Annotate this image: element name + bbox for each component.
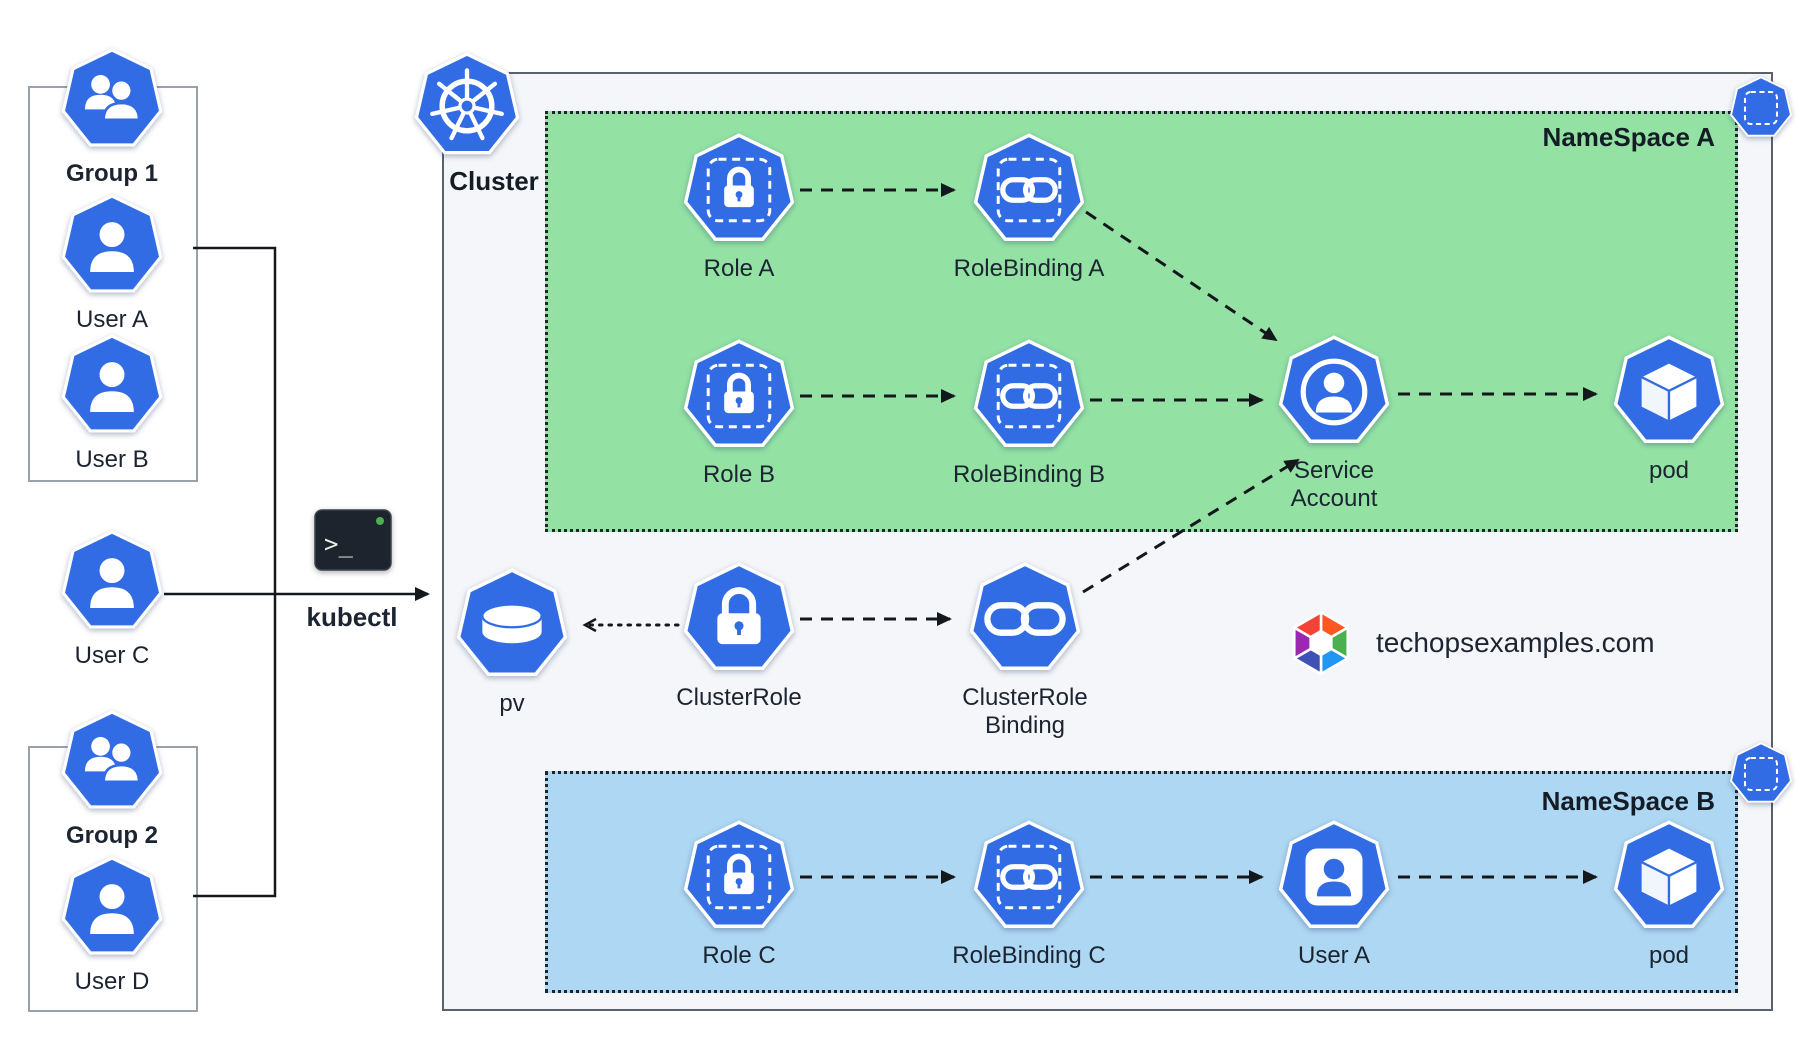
pod-a-label: pod — [1648, 457, 1690, 484]
namespace-icon — [1730, 742, 1792, 803]
user-box-icon — [1278, 820, 1390, 928]
user-icon — [61, 334, 163, 433]
pod-b-node: pod — [1574, 820, 1764, 970]
pod-a-node: pod — [1574, 335, 1764, 485]
user-c-node: User C — [37, 530, 187, 670]
connector-groups-to-kubectl-line — [193, 246, 277, 898]
pv-node: pv — [417, 568, 607, 718]
kubernetes-helm-icon — [414, 52, 520, 155]
pv-label: pv — [499, 690, 525, 717]
user-a-ns-b-node: User A — [1239, 820, 1429, 970]
rolebinding-b-label: RoleBinding B — [952, 461, 1106, 488]
rolebinding-b-node: RoleBinding B — [934, 339, 1124, 489]
group2-label: Group 2 — [65, 822, 158, 849]
kubectl-label: kubectl — [306, 602, 398, 632]
pod-cube-icon — [1613, 820, 1725, 928]
role-b-label: Role B — [702, 461, 776, 488]
role-c-label: Role C — [702, 942, 776, 969]
clusterrolebinding-node: ClusterRole Binding — [930, 562, 1120, 739]
clusterrolebinding-link-icon — [969, 562, 1081, 670]
user-icon — [61, 530, 163, 629]
group-users-icon — [61, 48, 163, 147]
role-a-label: Role A — [703, 255, 775, 282]
role-a-node: Role A — [644, 133, 834, 283]
rolebinding-a-label: RoleBinding A — [953, 255, 1105, 282]
terminal-icon: >_ — [314, 509, 392, 571]
role-c-node: Role C — [644, 820, 834, 970]
group-users-icon — [61, 710, 163, 809]
namespace-icon — [1730, 76, 1792, 137]
user-d-label: User D — [74, 968, 150, 995]
clusterrole-label: ClusterRole — [676, 684, 802, 711]
user-icon — [61, 856, 163, 955]
namespace-b-label: NameSpace B — [1541, 786, 1715, 816]
clusterrole-node: ClusterRole — [644, 562, 834, 712]
branding: techopsexamples.com — [1284, 606, 1655, 680]
service-account-label: Service Account — [1290, 457, 1378, 512]
rolebinding-link-icon — [973, 820, 1085, 928]
terminal-prompt: >_ — [324, 530, 353, 558]
user-a-label: User A — [75, 306, 149, 333]
role-lock-icon — [683, 133, 795, 241]
rolebinding-link-icon — [973, 339, 1085, 447]
group2-node: Group 2 — [37, 710, 187, 850]
role-lock-icon — [683, 820, 795, 928]
role-lock-icon — [683, 339, 795, 447]
user-b-label: User B — [75, 446, 149, 473]
service-account-icon — [1278, 335, 1390, 443]
rolebinding-link-icon — [973, 133, 1085, 241]
branding-text: techopsexamples.com — [1376, 627, 1655, 658]
user-c-label: User C — [74, 642, 150, 669]
group1-node: Group 1 — [37, 48, 187, 188]
pod-b-label: pod — [1648, 942, 1690, 969]
user-d-node: User D — [37, 856, 187, 996]
pod-cube-icon — [1613, 335, 1725, 443]
rolebinding-c-label: RoleBinding C — [952, 942, 1106, 969]
cluster-label: Cluster — [449, 166, 539, 196]
user-icon — [61, 194, 163, 293]
clusterrole-lock-icon — [683, 562, 795, 670]
user-b-node: User B — [37, 334, 187, 474]
rolebinding-a-node: RoleBinding A — [934, 133, 1124, 283]
rolebinding-c-node: RoleBinding C — [934, 820, 1124, 970]
user-a-node: User A — [37, 194, 187, 334]
service-account-node: Service Account — [1239, 335, 1429, 512]
role-b-node: Role B — [644, 339, 834, 489]
hex-cube-logo-icon — [1292, 610, 1350, 676]
user-a-ns-b-label: User A — [1297, 942, 1371, 969]
namespace-a-label: NameSpace A — [1542, 122, 1715, 152]
clusterrolebinding-label: ClusterRole Binding — [962, 684, 1088, 739]
group1-label: Group 1 — [65, 160, 158, 187]
persistent-volume-icon — [456, 568, 568, 676]
